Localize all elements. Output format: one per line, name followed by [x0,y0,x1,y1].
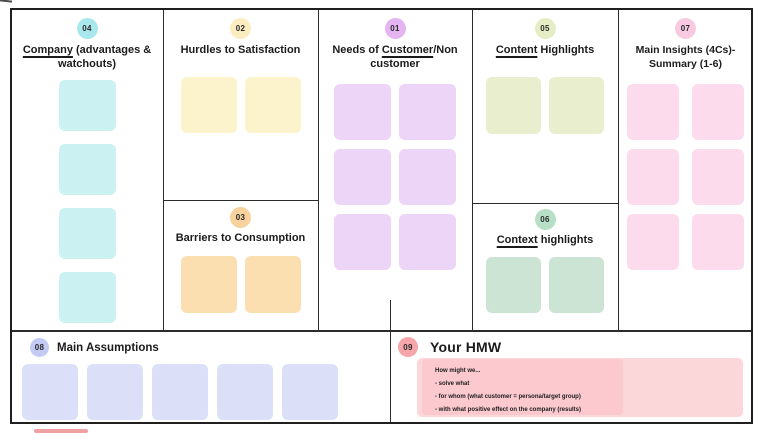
red-stray-mark [34,429,88,433]
section-title: Company (advantages & watchouts) [16,43,158,71]
sticky-note[interactable] [87,364,143,420]
sticky-note[interactable] [152,364,208,420]
sticky-note[interactable] [399,214,456,270]
section-header: 08 Main Assumptions [30,338,389,357]
section-content: 05 Content Highlights [473,10,617,134]
sticky-note[interactable] [180,256,237,313]
sticky-note[interactable] [334,214,391,270]
hmw-prompt-line: - for whom (what customer = persona/targ… [435,394,581,400]
divider-col-2-3 [318,10,319,331]
corner-stray-mark [0,0,13,3]
sticky-note[interactable] [58,208,116,259]
divider-top-bottom [12,330,751,332]
section-title-rest: /Non customer [370,44,458,70]
hmw-sticky-note[interactable]: How might we... - solve what - for whom … [422,359,623,415]
section-title-rest: (advantages & watchouts) [57,44,152,70]
section-number-badge: 02 [230,18,251,39]
section-context: 06 Context highlights [473,204,617,313]
sticky-note[interactable] [22,364,78,420]
section-title-underlined: Context [496,234,538,246]
sticky-note[interactable] [627,214,679,270]
divider-content-context [473,203,618,204]
sticky-notes-area [486,77,604,134]
sticky-note[interactable] [549,77,604,134]
sticky-note[interactable] [334,84,391,140]
divider-col-1-2 [163,10,164,331]
sticky-note[interactable] [180,77,237,133]
sticky-note[interactable] [58,144,116,195]
section-title-underlined: Customer [381,44,434,56]
hmw-prompt-line: How might we... [435,368,481,374]
sticky-note[interactable] [692,84,744,140]
section-hurdles: 02 Hurdles to Satisfaction [164,10,317,133]
section-number-badge: 01 [384,18,406,39]
sticky-note[interactable] [399,149,456,205]
section-number-badge: 07 [675,18,696,39]
sticky-notes-area [180,77,301,133]
divider-assumptions-hmw [390,300,391,422]
section-title-rest: Highlights [537,44,595,56]
divider-col-3-4 [472,10,473,331]
sticky-note[interactable] [58,272,116,323]
section-needs: 01 Needs of Customer/Non customer [319,10,471,270]
section-number-badge: 03 [230,207,251,228]
sticky-note[interactable] [282,364,338,420]
section-number-badge: 05 [534,18,556,39]
section-title: Content Highlights [496,43,594,57]
section-title: Main Insights (4Cs)- Summary (1-6) [635,44,736,70]
section-number-badge: 09 [398,337,418,357]
board-outline [10,8,753,424]
section-title: Hurdles to Satisfaction [180,44,301,56]
sticky-note[interactable] [58,80,116,131]
section-number-badge: 06 [534,209,556,230]
hmw-prompt-line: - with what positive effect on the compa… [435,407,582,413]
section-number-badge: 08 [30,338,49,357]
section-title-rest: highlights [537,234,594,246]
section-company: 04 Company (advantages & watchouts) [12,10,162,323]
sticky-note[interactable] [334,149,391,205]
sticky-note[interactable] [244,256,301,313]
sticky-notes-area [22,364,389,420]
section-hmw: 09 Your HMW How might we... - solve what… [391,332,752,422]
divider-col-4-5 [618,10,619,331]
sticky-note[interactable] [399,84,456,140]
divider-hurdles-barriers [164,200,318,201]
sticky-notes-area [627,84,744,270]
sticky-note[interactable] [244,77,301,133]
section-title: Barriers to Consumption [175,232,306,244]
section-insights: 07 Main Insights (4Cs)- Summary (1-6) [619,10,752,270]
sticky-notes-area [334,84,456,270]
section-title: Needs of Customer/Non customer [319,43,471,71]
sticky-note[interactable] [692,214,744,270]
section-header: 09 Your HMW [398,337,752,357]
section-title-underlined: Content [495,44,538,56]
sticky-note[interactable] [627,84,679,140]
hmw-prompt-line: - solve what [435,381,470,387]
sticky-note[interactable] [692,149,744,205]
section-title: Your HMW [430,339,502,355]
sticky-note[interactable] [486,77,541,134]
sticky-note[interactable] [549,257,604,313]
section-title-pre: Needs of [332,44,382,56]
section-assumptions: 08 Main Assumptions [12,332,389,422]
sticky-note[interactable] [486,257,541,313]
section-title: Main Assumptions [57,341,159,354]
section-barriers: 03 Barriers to Consumption [164,201,317,313]
section-number-badge: 04 [76,18,98,39]
sticky-notes-area [58,80,116,323]
sticky-note[interactable] [627,149,679,205]
sticky-notes-area [486,257,604,313]
sticky-note[interactable] [217,364,273,420]
section-title: Context highlights [497,233,594,247]
sticky-notes-area [180,256,301,313]
section-title-underlined: Company [22,44,73,56]
